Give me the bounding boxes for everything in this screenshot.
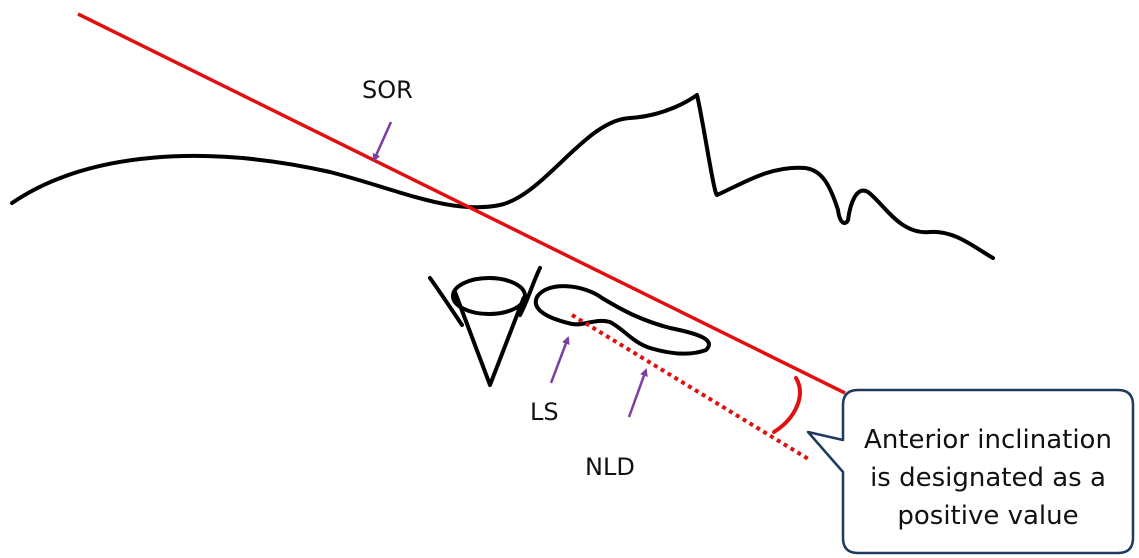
eyeball-top-ellipse — [451, 276, 527, 316]
nld-label: NLD — [585, 453, 635, 481]
lid-curve-left — [428, 276, 464, 327]
callout-line-2: is designated as a — [870, 463, 1106, 493]
inclination-angle-arc — [772, 376, 802, 434]
sor-reference-line — [77, 12, 846, 395]
nld-axis-dotted-line — [570, 313, 812, 462]
callout-line-3: positive value — [897, 501, 1078, 531]
lacrimal-sac-outline — [533, 284, 711, 356]
nld-arrow — [627, 368, 648, 418]
callout-bubble — [806, 388, 1135, 555]
face-profile-outline — [10, 93, 995, 260]
callout-line-1: Anterior inclination — [864, 425, 1112, 455]
ls-label: LS — [530, 398, 559, 426]
eyeball-cone-outline — [453, 291, 526, 387]
sor-arrow — [372, 121, 393, 162]
ls-arrow — [549, 336, 570, 384]
lid-curve-right — [518, 266, 542, 317]
sor-label: SOR — [362, 76, 413, 104]
